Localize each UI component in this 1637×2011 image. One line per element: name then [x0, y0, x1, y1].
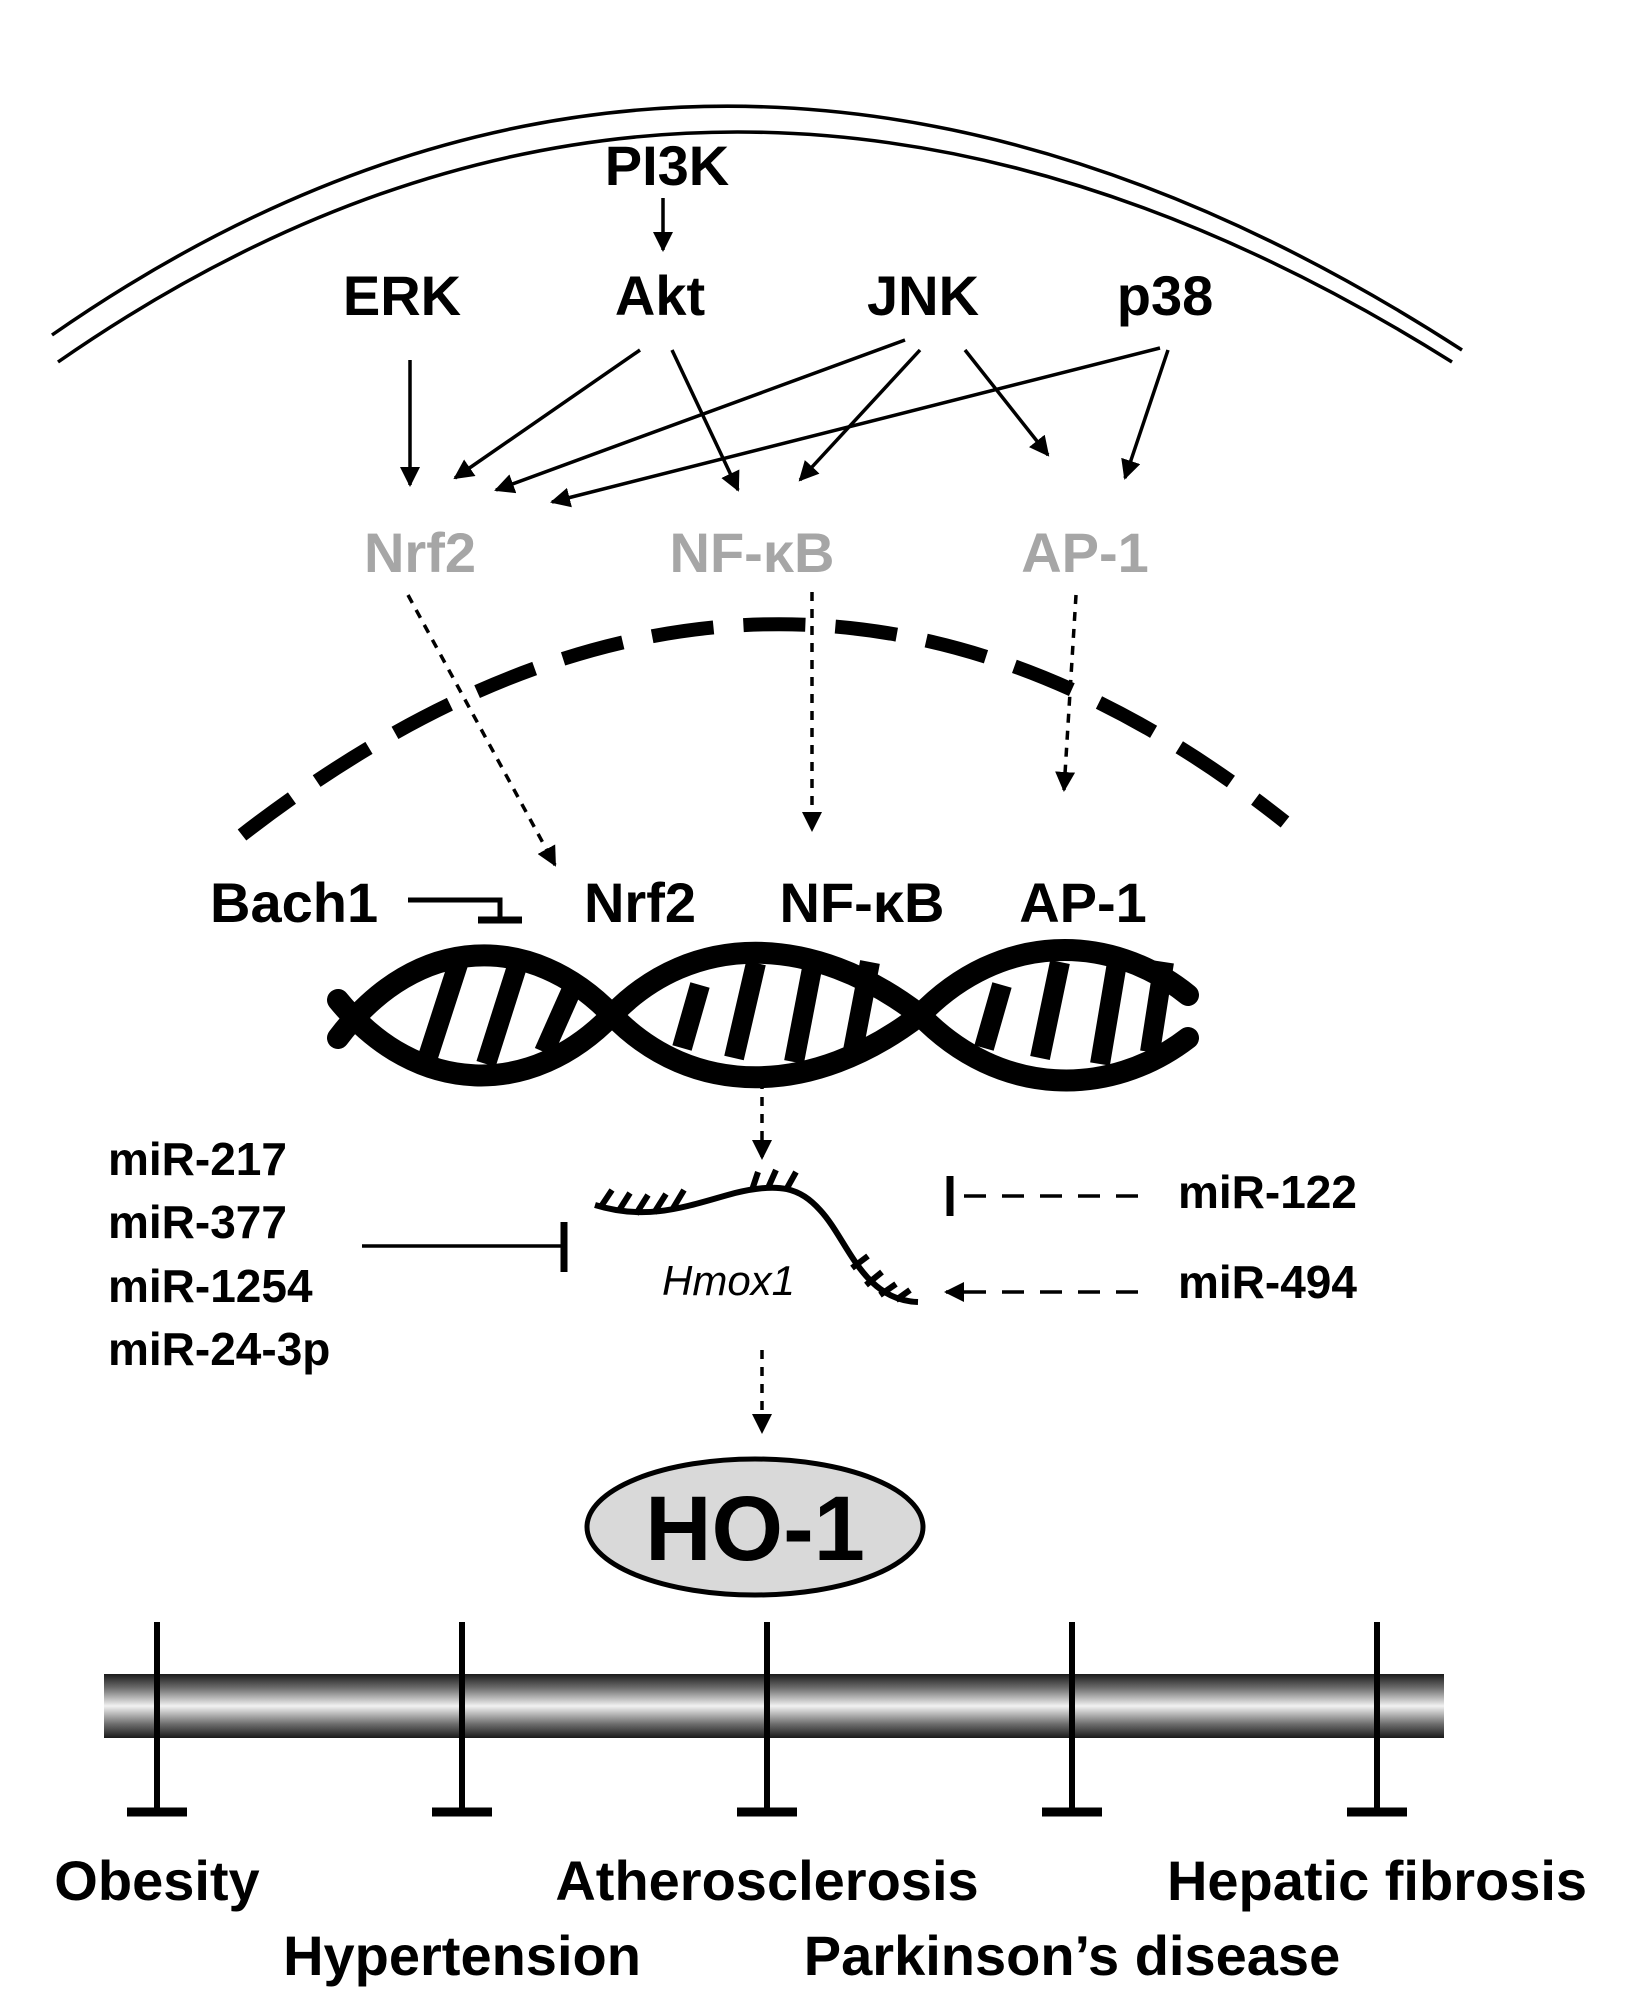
label-mir-217: miR-217 — [108, 1133, 287, 1185]
translocation-arrows — [406, 592, 1078, 867]
hmox1-mrna: Hmox1 — [594, 1168, 919, 1305]
cell-membrane — [51, 104, 1463, 364]
label-mir-494: miR-494 — [1178, 1256, 1357, 1308]
label-pi3k: PI3K — [605, 134, 730, 197]
label-mir-377: miR-377 — [108, 1196, 287, 1248]
arrow-p38-nrf2 — [550, 346, 1161, 508]
label-disease-parkinsons: Parkinson’s disease — [804, 1924, 1340, 1987]
dna-helix — [327, 939, 1199, 1092]
mirna-left-inhibition — [362, 1222, 568, 1272]
ho1-ellipse — [584, 1456, 926, 1598]
arrow-nrf2-translocation — [406, 594, 557, 867]
label-p38: p38 — [1117, 264, 1214, 327]
label-disease-hypertension: Hypertension — [283, 1924, 641, 1987]
arrow-jnk-nfkb — [798, 348, 922, 482]
label-nfkb-cytoplasm: NF-κB — [670, 521, 835, 584]
label-mir-24-3p: miR-24-3p — [108, 1323, 330, 1375]
label-erk: ERK — [343, 264, 461, 327]
mir-122-inhibition — [946, 1176, 1138, 1216]
label-disease-obesity: Obesity — [54, 1849, 259, 1912]
label-ap1-cytoplasm: AP-1 — [1021, 521, 1149, 584]
label-bach1: Bach1 — [210, 871, 378, 934]
arrow-jnk-nrf2 — [494, 338, 906, 494]
label-disease-atherosclerosis: Atherosclerosis — [555, 1849, 978, 1912]
label-nfkb-nucleus: NF-κB — [780, 871, 945, 934]
disease-inhibition-bar — [104, 1622, 1444, 1817]
bach1-inhibition — [408, 897, 522, 924]
arrow-akt-nfkb — [670, 349, 740, 492]
arrow-akt-nrf2 — [453, 348, 641, 480]
signaling-arrows — [400, 198, 1170, 508]
arrow-jnk-ap1 — [963, 348, 1050, 457]
label-ho1: HO-1 — [645, 1478, 865, 1580]
arrow-p38-ap1 — [1121, 349, 1170, 480]
label-nrf2-cytoplasm: Nrf2 — [364, 521, 476, 584]
label-hmox1: Hmox1 — [662, 1257, 795, 1304]
nuclear-membrane — [237, 617, 1290, 841]
label-jnk: JNK — [867, 264, 979, 327]
label-ap1-nucleus: AP-1 — [1019, 871, 1147, 934]
label-akt: Akt — [615, 264, 705, 327]
label-mir-122: miR-122 — [1178, 1166, 1357, 1218]
horizontal-bar — [104, 1674, 1444, 1738]
label-disease-hepatic-fibrosis: Hepatic fibrosis — [1167, 1849, 1587, 1912]
label-nrf2-nucleus: Nrf2 — [584, 871, 696, 934]
ho1-protein: HO-1 — [584, 1456, 926, 1598]
label-mir-1254: miR-1254 — [108, 1260, 313, 1312]
